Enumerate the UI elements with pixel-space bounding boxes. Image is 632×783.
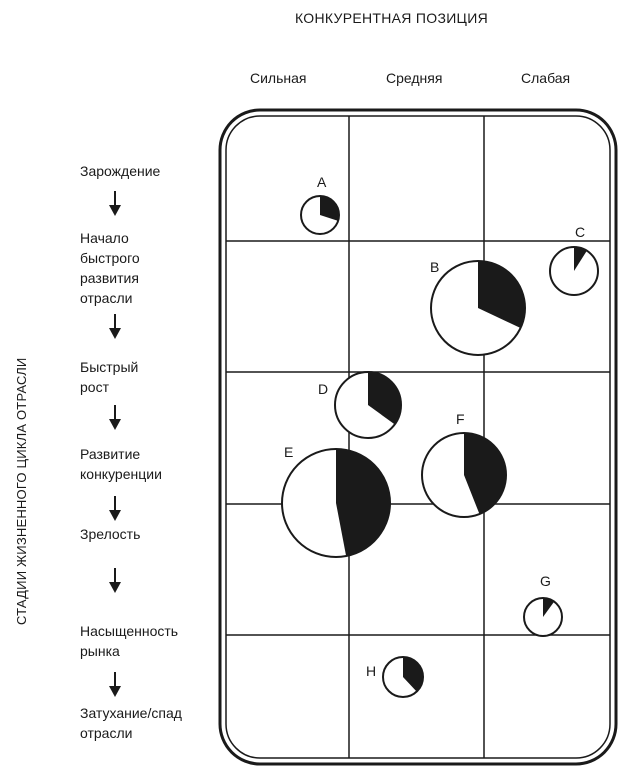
market-share-wedge	[403, 657, 423, 692]
bubble-c: C	[549, 224, 599, 296]
bubble-label: E	[284, 444, 293, 460]
bubble-b: B	[430, 259, 526, 356]
down-arrow-icon	[109, 568, 121, 593]
bubble-label: B	[430, 259, 439, 275]
stage-label-early-growth: Начало быстрого развития отрасли	[80, 230, 140, 306]
down-arrow-icon	[109, 672, 121, 697]
bubble-g: G	[523, 573, 563, 637]
bubble-h: H	[366, 656, 424, 698]
stage-label-decline: Затухание/спад отрасли	[80, 705, 182, 741]
bubble-a: A	[300, 174, 340, 235]
stage-label-saturation: Насыщенность рынка	[80, 623, 179, 659]
chart-title: КОНКУРЕНТНАЯ ПОЗИЦИЯ	[295, 10, 488, 26]
market-share-wedge	[574, 247, 587, 271]
down-arrow-icon	[109, 496, 121, 521]
bubble-label: G	[540, 573, 551, 589]
bubble-label: C	[575, 224, 585, 240]
market-share-wedge	[543, 598, 555, 617]
market-share-wedge	[478, 261, 526, 329]
matrix-frame-inner	[225, 115, 611, 759]
stage-label-emergence: Зарождение	[80, 163, 161, 179]
column-label-weak: Слабая	[521, 70, 571, 86]
market-share-wedge	[336, 449, 390, 557]
bubble-layer: A B C D E F G H	[281, 174, 599, 698]
stage-label-maturity: Зрелость	[80, 526, 141, 542]
market-share-wedge	[464, 433, 506, 515]
down-arrow-icon	[109, 314, 121, 339]
bubble-d: D	[318, 371, 402, 439]
column-label-medium: Средняя	[386, 70, 443, 86]
bubble-label: F	[456, 411, 465, 427]
bubble-f: F	[421, 411, 507, 518]
market-share-wedge	[320, 196, 339, 221]
down-arrow-icon	[109, 405, 121, 430]
bubble-label: A	[317, 174, 327, 190]
column-label-strong: Сильная	[250, 70, 307, 86]
stage-label-competition: Развитие конкуренции	[80, 446, 162, 482]
market-share-wedge	[368, 372, 402, 425]
down-arrow-icon	[109, 191, 121, 216]
bubble-label: H	[366, 663, 376, 679]
matrix-frame	[218, 108, 618, 766]
stage-label-rapid-growth: Быстрый рост	[80, 359, 139, 395]
bubble-label: D	[318, 381, 328, 397]
bubble-e: E	[281, 444, 391, 558]
